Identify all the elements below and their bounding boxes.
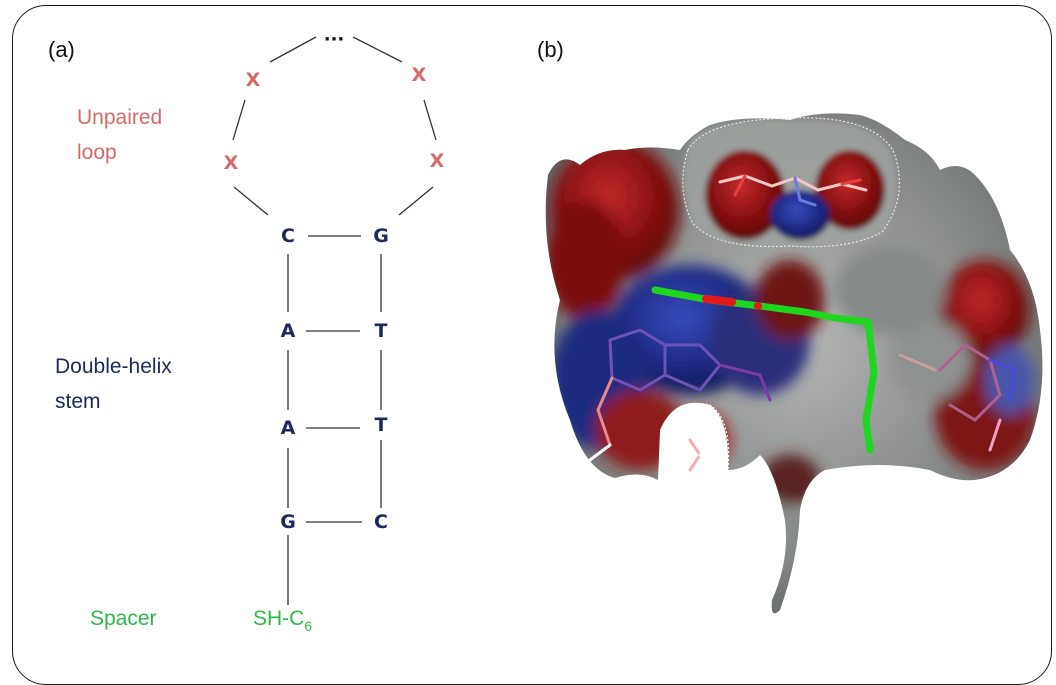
ligand-spacer-chain <box>651 286 878 454</box>
stem-right-base-3: T <box>375 414 388 436</box>
loop-label-line1: Unpaired <box>77 106 162 129</box>
stem-left-base-4: G <box>280 511 296 533</box>
loop-base-3: X <box>224 152 239 174</box>
loop-top-ellipsis: ... <box>324 25 345 46</box>
spacer-base-subscript: 6 <box>304 618 312 634</box>
figure-canvas: (a) ... X X X X C A A G G T T C Unpaired… <box>48 25 1043 634</box>
spacer-label: Spacer <box>90 607 157 630</box>
residue-sticks <box>588 174 1017 472</box>
stem-label-line2: stem <box>55 390 101 413</box>
loop-base-1: X <box>246 69 261 91</box>
spacer-base-text: SH-C <box>253 607 304 630</box>
stem-right-base-2: T <box>375 320 388 342</box>
stem-left-base-1: C <box>281 225 295 247</box>
loop-base-4: X <box>430 150 445 172</box>
loop-base-2: X <box>412 64 427 86</box>
stem-left-base-2: A <box>281 320 296 342</box>
loop-label-line2: loop <box>77 141 117 164</box>
spacer-base: SH-C6 <box>253 607 312 634</box>
stem-right-base-1: G <box>373 225 389 247</box>
stem-label-line1: Double-helix <box>55 355 172 378</box>
panel-b-label: (b) <box>537 37 564 62</box>
stem-bonds <box>287 235 382 605</box>
loop-bonds <box>232 36 437 216</box>
stem-left-base-3: A <box>281 417 296 439</box>
stem-right-base-4: C <box>374 511 388 533</box>
panel-a-label: (a) <box>48 37 75 62</box>
